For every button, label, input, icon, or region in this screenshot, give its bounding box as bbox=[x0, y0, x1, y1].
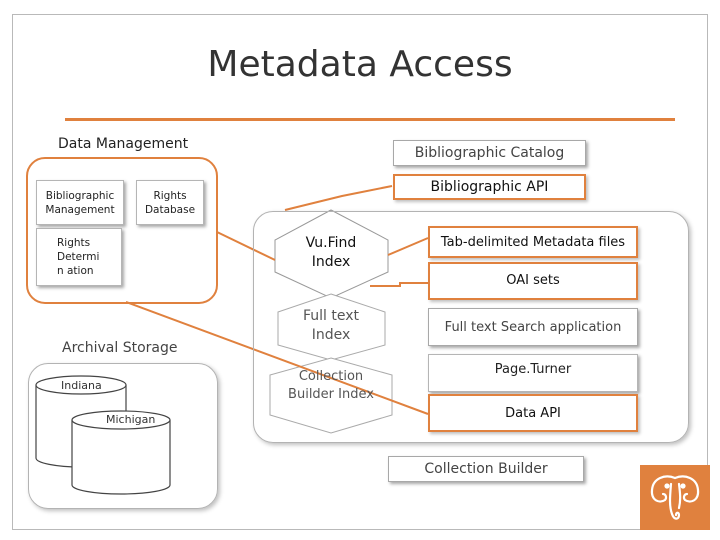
full-text-search-app-box: Full text Search application bbox=[428, 308, 638, 346]
storage-to-data-api-connector bbox=[125, 301, 429, 415]
archival-storage-label: Archival Storage bbox=[62, 340, 178, 356]
bibliographic-management-box: Bibliographic Management bbox=[36, 180, 124, 225]
data-management-label: Data Management bbox=[58, 136, 189, 152]
collection-builder-index-label: Collection Builder Index bbox=[288, 369, 374, 402]
api-to-vufind-connector bbox=[284, 185, 393, 211]
vufind-index-label: Vu.Find Index bbox=[305, 235, 357, 270]
elephant-icon bbox=[650, 475, 700, 520]
slide-title: Metadata Access bbox=[207, 44, 513, 85]
title-underline bbox=[65, 118, 675, 121]
bibliographic-catalog-box: Bibliographic Catalog bbox=[393, 140, 586, 166]
michigan-label: Michigan bbox=[106, 413, 156, 426]
data-management-region bbox=[26, 157, 218, 304]
archival-storage-region bbox=[28, 363, 218, 509]
collection-builder-box: Collection Builder bbox=[388, 456, 584, 482]
vufind-to-tab-delimited-connector bbox=[387, 237, 429, 256]
full-text-index-label: Full text Index bbox=[302, 308, 360, 343]
indiana-label: Indiana bbox=[61, 379, 102, 392]
rights-database-box: Rights Database bbox=[136, 180, 204, 225]
discovery-region bbox=[253, 211, 689, 443]
rights-determination-box: Rights Determin ation bbox=[36, 228, 122, 286]
bibliographic-api-box: Bibliographic API bbox=[393, 174, 586, 200]
elephant-logo bbox=[640, 465, 710, 530]
tab-delimited-metadata-box: Tab-delimited Metadata files bbox=[428, 226, 638, 258]
slide-frame bbox=[12, 14, 708, 530]
data-management-to-vufind-connector bbox=[216, 231, 276, 261]
collection-builder-index-shape bbox=[269, 357, 393, 434]
data-api-box: Data API bbox=[428, 394, 638, 432]
vufind-to-oai-connector bbox=[370, 282, 428, 287]
oai-sets-box: OAI sets bbox=[428, 262, 638, 300]
page-turner-box: Page.Turner bbox=[428, 354, 638, 392]
michigan-cylinder bbox=[71, 410, 171, 495]
